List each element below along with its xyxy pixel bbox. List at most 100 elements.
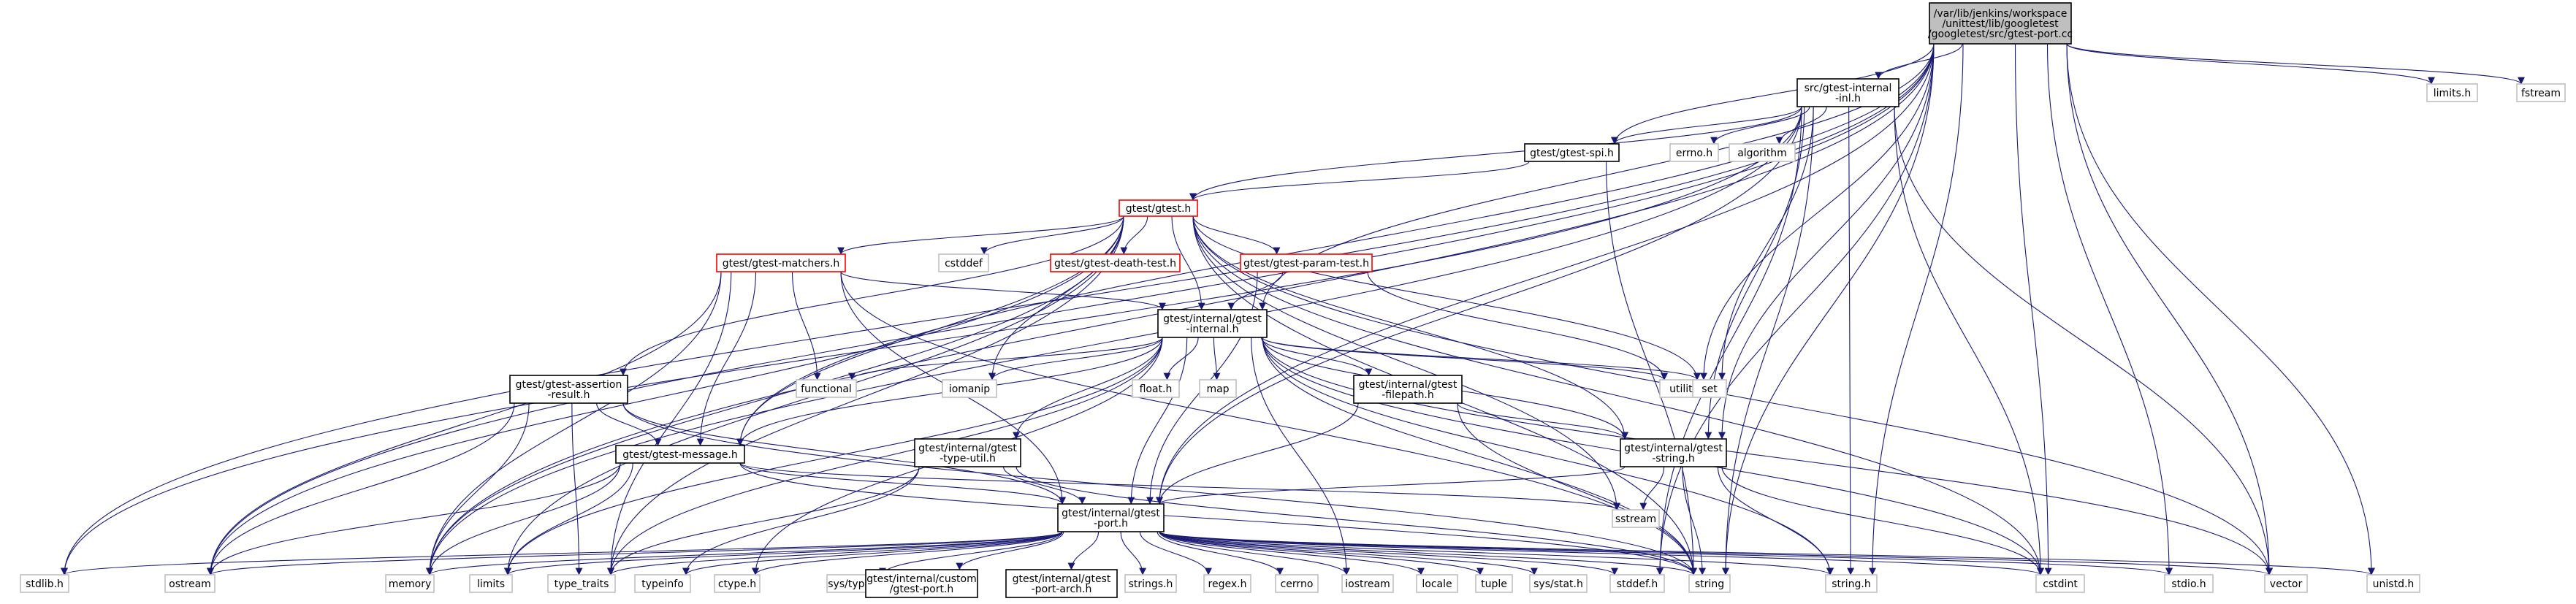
node-label: gtest/internal/gtest [1359, 379, 1457, 391]
edge-gtest_port-to-locale [1159, 531, 1425, 576]
node-filepath[interactable]: gtest/internal/gtest-filepath.h [1353, 375, 1463, 404]
node-box [1341, 574, 1394, 593]
node-string-h[interactable]: string.h [1825, 574, 1878, 593]
node-limits-h[interactable]: limits.h [2426, 83, 2478, 102]
edge-gtest_matchers-to-gtest_message [696, 271, 757, 446]
node-typeinfo[interactable]: typeinfo [634, 574, 691, 593]
edge-gtest_matchers-to-gtest_internal [840, 271, 1166, 310]
node-gtest-port[interactable]: gtest/internal/gtest-port.h [1057, 503, 1165, 532]
node-stddef-h[interactable]: stddef.h [1609, 574, 1665, 593]
node-cstddef[interactable]: cstddef [938, 253, 989, 272]
edge-gtest_h-to-set [1192, 215, 1701, 381]
node-limits[interactable]: limits [469, 574, 513, 593]
node-gtest-h[interactable]: gtest/gtest.h [1119, 199, 1198, 217]
node-box [942, 379, 997, 398]
node-gtest-string[interactable]: gtest/internal/gtest-string.h [1620, 438, 1727, 467]
node-string[interactable]: string [1688, 574, 1731, 593]
edge-type_util-to-typeinfo [682, 466, 920, 576]
node-box [1609, 574, 1665, 593]
node-gtest-spi[interactable]: gtest/gtest-spi.h [1524, 143, 1620, 162]
node-label: float.h [1140, 383, 1173, 395]
edge-src_internal_inl-to-stddef_h [1656, 106, 1802, 576]
edge-src_internal_inl-to-set [1718, 106, 1814, 381]
node-port-arch[interactable]: gtest/internal/gtest-port-arch.h [1005, 569, 1118, 598]
node-set[interactable]: set [1692, 379, 1727, 398]
node-box [796, 379, 857, 398]
node-sstream[interactable]: sstream [1612, 509, 1660, 528]
edge-root-to-cstdint [2014, 43, 2052, 576]
node-label: type_traits [555, 578, 609, 590]
node-box [914, 438, 1021, 467]
node-label: -internal.h [1186, 324, 1238, 335]
node-label: gtest/internal/gtest [1163, 313, 1262, 325]
node-strings-h[interactable]: strings.h [1124, 574, 1177, 593]
node-custom-port[interactable]: gtest/internal/custom/gtest-port.h [865, 569, 978, 598]
node-assertion-result[interactable]: gtest/gtest-assertion-result.h [509, 375, 628, 404]
node-errno-h[interactable]: errno.h [1669, 143, 1719, 162]
node-label: errno.h [1676, 148, 1712, 159]
edge-assertion_result-to-ostream [207, 402, 515, 576]
node-fstream[interactable]: fstream [2516, 83, 2566, 102]
node-unistd-h[interactable]: unistd.h [2366, 574, 2420, 593]
node-cstdint[interactable]: cstdint [2035, 574, 2085, 593]
node-functional[interactable]: functional [796, 379, 857, 398]
node-gtest-message[interactable]: gtest/gtest-message.h [615, 445, 745, 464]
node-src-internal-inl[interactable]: src/gtest-internal-inl.h [1796, 78, 1899, 107]
edge-root-to-stdio_h [2046, 43, 2173, 576]
node-stdlib-h[interactable]: stdlib.h [20, 574, 69, 593]
edge-gtest_internal-to-string_h [1262, 337, 1834, 576]
node-box [1929, 2, 2072, 45]
node-label: gtest/internal/gtest [1013, 573, 1111, 585]
node-ctype-h[interactable]: ctype.h [714, 574, 761, 593]
edge-gtest_message-to-ostream [207, 462, 621, 576]
node-iostream[interactable]: iostream [1341, 574, 1394, 593]
edge-filepath-to-gtest_port [1156, 402, 1359, 505]
node-locale[interactable]: locale [1416, 574, 1458, 593]
node-gtest-death[interactable]: gtest/gtest-death-test.h [1050, 253, 1181, 272]
node-box [1057, 503, 1165, 532]
node-box [1416, 574, 1458, 593]
edge-root-to-gtest_port [1156, 43, 1935, 505]
node-gtest-internal[interactable]: gtest/internal/gtest-internal.h [1157, 309, 1268, 338]
node-label: gtest/internal/gtest [1624, 443, 1723, 454]
edge-gtest_h-to-gtest_string [1192, 215, 1628, 440]
node-type-util[interactable]: gtest/internal/gtest-type-util.h [914, 438, 1021, 467]
node-box [547, 574, 616, 593]
node-label: iostream [1345, 578, 1390, 590]
node-box [1524, 143, 1620, 162]
node-root[interactable]: /var/lib/jenkins/workspace/unittest/lib/… [1928, 2, 2073, 45]
node-box [385, 574, 435, 593]
node-type-traits[interactable]: type_traits [547, 574, 616, 593]
node-vector[interactable]: vector [2264, 574, 2308, 593]
edge-gtest_h-to-vector [1192, 215, 2273, 576]
edge-root-to-utility [1700, 43, 1935, 381]
node-tuple[interactable]: tuple [1475, 574, 1513, 593]
node-label: stdlib.h [26, 578, 64, 590]
node-box [1692, 379, 1727, 398]
node-stdio-h[interactable]: stdio.h [2164, 574, 2214, 593]
node-layer: /var/lib/jenkins/workspace/unittest/lib/… [20, 2, 2566, 598]
node-gtest-param[interactable]: gtest/gtest-param-test.h [1240, 253, 1373, 272]
node-regex-h[interactable]: regex.h [1203, 574, 1251, 593]
node-gtest-matchers[interactable]: gtest/gtest-matchers.h [716, 253, 846, 272]
edge-gtest_port-to-unistd_h [1159, 531, 2375, 576]
node-cerrno[interactable]: cerrno [1275, 574, 1319, 593]
node-label: string.h [1832, 578, 1871, 590]
node-label: -inl.h [1835, 93, 1861, 104]
edge-gtest_internal-to-string [1262, 337, 1697, 576]
node-iomanip[interactable]: iomanip [942, 379, 997, 398]
edge-root-to-stdlib_h [61, 43, 1935, 576]
node-algorithm[interactable]: algorithm [1729, 143, 1796, 162]
node-label: typeinfo [641, 578, 684, 590]
edge-gtest_h-to-cstddef [980, 215, 1124, 255]
node-sys-stat-h[interactable]: sys/stat.h [1529, 574, 1588, 593]
node-memory[interactable]: memory [385, 574, 435, 593]
node-float-h[interactable]: float.h [1132, 379, 1180, 398]
node-ostream[interactable]: ostream [164, 574, 216, 593]
node-label: strings.h [1129, 578, 1173, 590]
edge-gtest_h-to-type_traits [607, 215, 1124, 576]
node-map[interactable]: map [1199, 379, 1237, 398]
edge-src_internal_inl-to-errno_h [1710, 106, 1810, 145]
edge-gtest_port-to-limits [504, 531, 1063, 576]
